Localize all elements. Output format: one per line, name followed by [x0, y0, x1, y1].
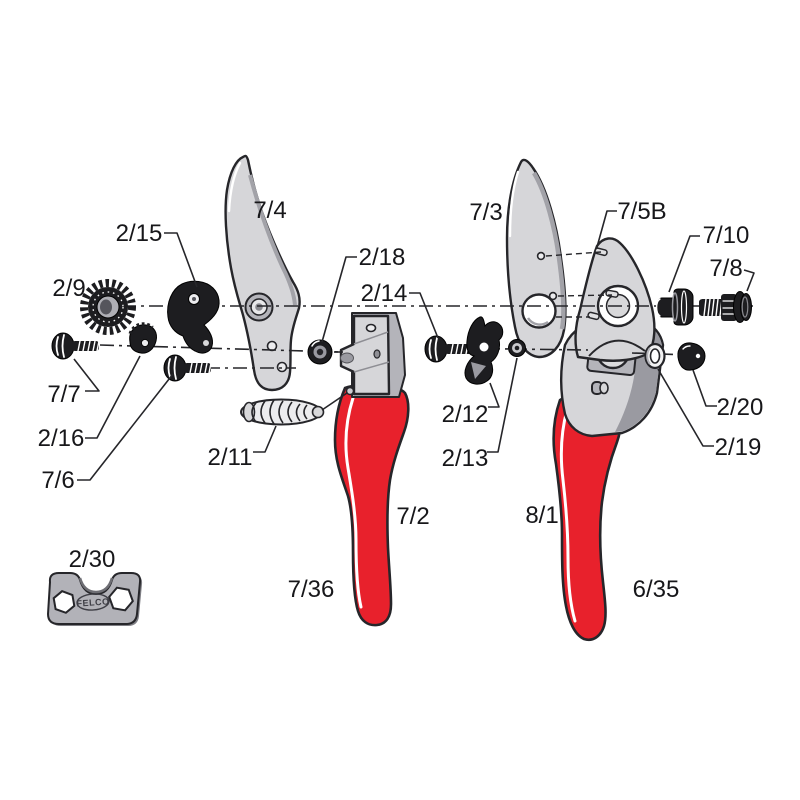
label-2-16: 2/16 — [38, 425, 85, 452]
part-7-10-bushing — [655, 288, 694, 326]
felco-stamp-left-head — [340, 352, 354, 364]
label-7-7: 7/7 — [47, 381, 80, 408]
part-2-12-cam — [464, 316, 504, 385]
label-2-14: 2/14 — [361, 280, 408, 307]
part-7-5b-blade-holder — [574, 237, 656, 362]
holder-pin-top — [594, 247, 608, 257]
label-7-3: 7/3 — [469, 199, 502, 226]
label-2-12: 2/12 — [442, 401, 489, 428]
part-7-8-bolt — [699, 291, 752, 323]
part-2-20-cap-nut — [677, 342, 706, 371]
leader-7-6 — [77, 373, 174, 481]
label-7-10: 7/10 — [703, 222, 750, 249]
label-2-15: 2/15 — [116, 220, 163, 247]
leader-2-15 — [164, 232, 198, 288]
part-2-11-spring — [240, 392, 348, 426]
wrench-hex-hole-right — [108, 586, 134, 612]
leader-2-14 — [409, 292, 439, 339]
right-handle-highlight — [559, 408, 577, 623]
leader-2-13 — [487, 357, 518, 453]
part-labels: 2/15 2/9 7/7 2/16 7/6 2/11 7/4 2/18 2/14… — [38, 197, 764, 603]
part-7-7-screw — [51, 332, 100, 360]
label-7-4: 7/4 — [253, 197, 286, 224]
holder-pin-mid — [605, 289, 619, 298]
label-2-11: 2/11 — [208, 444, 253, 471]
leader-2-16 — [85, 355, 141, 439]
leader-2-18 — [321, 256, 357, 343]
label-7-2: 7/2 — [396, 503, 429, 530]
label-2-20: 2/20 — [717, 394, 764, 421]
felco-brand-stamp: FELCO — [76, 596, 110, 608]
cutting-blade-pivot-hole — [521, 293, 557, 329]
head-mid-hole — [373, 349, 381, 359]
felco-stamp-oval — [76, 593, 110, 611]
leader-2-20 — [692, 369, 717, 407]
part-2-14-screw — [424, 335, 473, 363]
part-2-15-cam-plate — [167, 280, 220, 354]
leader-7-10 — [668, 235, 700, 293]
pin-connector-top — [545, 251, 602, 257]
part-2-18-nut — [307, 339, 343, 365]
label-7-8: 7/8 — [709, 255, 742, 282]
leader-2-11 — [253, 425, 277, 453]
part-7-4-counter-blade — [224, 154, 301, 392]
left-handle-head — [339, 312, 406, 398]
cutting-blade-hole-top — [536, 251, 546, 261]
cam-hole — [479, 342, 489, 352]
leader-2-12 — [488, 382, 500, 408]
wrench-hex-hole-left — [52, 590, 76, 614]
spring-pin — [345, 386, 355, 396]
label-7-6: 7/6 — [41, 467, 74, 494]
part-2-16-toothed-segment — [128, 322, 157, 354]
leader-2-19 — [657, 368, 714, 447]
cam-plate-hole-low — [203, 340, 209, 346]
part-7-2-left-handle — [333, 383, 410, 627]
part-2-13-washer — [508, 339, 526, 357]
label-2-18: 2/18 — [359, 244, 406, 271]
left-handle-highlight — [344, 396, 363, 609]
leader-lines — [73, 210, 755, 481]
label-2-19: 2/19 — [715, 434, 762, 461]
label-7-36: 7/36 — [288, 576, 335, 603]
part-2-9-adjustment-nut — [80, 279, 136, 335]
part-2-30-wrench: FELCO — [47, 572, 143, 626]
label-2-9: 2/9 — [52, 275, 85, 302]
holder-pin-low — [587, 311, 600, 321]
spring-link-line — [321, 392, 348, 411]
label-7-5b: 7/5B — [617, 198, 666, 225]
label-6-35: 6/35 — [633, 576, 680, 603]
label-2-13: 2/13 — [442, 445, 489, 472]
label-8-1: 8/1 — [525, 502, 558, 529]
head-top-hole — [365, 323, 377, 333]
part-2-19-washer — [644, 342, 666, 370]
leader-7-7 — [73, 358, 100, 392]
cutting-blade-hole-mid — [548, 291, 558, 301]
leader-7-5b — [596, 210, 617, 248]
label-2-30: 2/30 — [69, 546, 116, 573]
leader-7-8 — [743, 269, 755, 292]
counter-blade-hole-low — [276, 361, 288, 373]
part-7-3-cutting-blade — [505, 158, 567, 359]
pin-connector-mid — [557, 294, 613, 297]
